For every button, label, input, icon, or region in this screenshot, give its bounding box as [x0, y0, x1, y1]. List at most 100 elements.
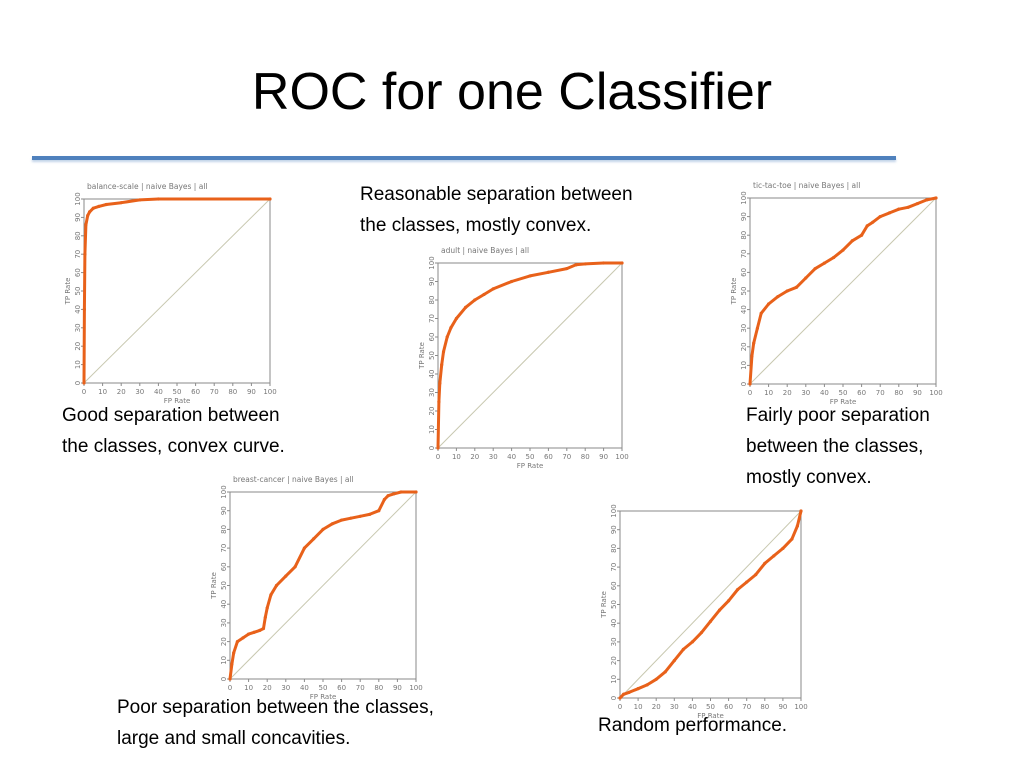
y-tick-label: 0	[428, 446, 436, 450]
y-tick-label: 40	[74, 305, 82, 314]
y-tick-label: 20	[74, 342, 82, 351]
x-tick-label: 30	[135, 388, 144, 396]
roc-curve-point	[261, 626, 266, 631]
y-tick-label: 90	[428, 277, 436, 286]
diagonal-reference-line	[749, 197, 937, 385]
y-tick-label: 40	[220, 600, 228, 609]
roc-curve-point	[377, 509, 381, 513]
roc-curve-point	[528, 274, 532, 278]
y-tick-label: 10	[220, 656, 228, 665]
roc-curve-point	[546, 270, 550, 274]
roc-curve-point	[284, 574, 288, 578]
roc-chart-random: 0010102020303040405050606070708080909010…	[600, 504, 808, 720]
roc-curve-point	[454, 316, 458, 321]
roc-curve-point	[748, 382, 752, 386]
y-tick-label: 70	[740, 249, 748, 258]
x-tick-label: 90	[599, 453, 608, 461]
roc-curve-point	[358, 514, 362, 518]
roc-curve-point	[785, 289, 789, 293]
roc-curve-point	[804, 276, 808, 280]
x-tick-label: 30	[801, 389, 810, 397]
x-tick-label: 80	[581, 453, 590, 461]
roc-chart-balance-scale: balance-scale | naive Bayes | all0010102…	[64, 182, 277, 405]
x-tick-label: 60	[724, 703, 733, 711]
x-tick-label: 90	[247, 388, 256, 396]
y-tick-label: 50	[74, 287, 82, 296]
x-axis-label: FP Rate	[517, 462, 544, 470]
x-tick-label: 0	[436, 453, 440, 461]
roc-curve-point	[241, 636, 245, 640]
slide-title: ROC for one Classifier	[251, 63, 773, 121]
y-tick-label: 90	[610, 525, 618, 534]
x-tick-label: 70	[742, 703, 751, 711]
diagonal-reference-line	[229, 491, 417, 680]
roc-curve-point	[436, 446, 440, 450]
roc-curve-point	[878, 215, 882, 219]
roc-curve-point	[925, 198, 929, 202]
roc-curve-point	[565, 266, 569, 271]
roc-curve-point	[268, 197, 272, 201]
x-tick-label: 100	[409, 684, 422, 692]
y-tick-label: 10	[428, 425, 436, 434]
x-tick-label: 20	[652, 703, 661, 711]
roc-curve-point	[392, 492, 396, 496]
roc-curve-point	[574, 263, 578, 267]
x-tick-label: 90	[778, 703, 787, 711]
roc-curve-point	[620, 261, 624, 265]
y-tick-label: 20	[740, 342, 748, 351]
roc-curve-point	[438, 381, 442, 385]
y-tick-label: 50	[740, 287, 748, 296]
roc-curve-point	[258, 628, 262, 632]
roc-curve-point	[690, 640, 694, 644]
roc-curve-point	[887, 211, 892, 215]
y-tick-label: 0	[740, 382, 748, 386]
roc-curve-point	[745, 580, 749, 584]
x-tick-label: 100	[929, 389, 942, 397]
caption-line: Poor separation between the classes,	[117, 697, 434, 718]
roc-curve-point	[84, 223, 88, 227]
x-tick-label: 80	[374, 684, 383, 692]
y-tick-label: 60	[428, 333, 436, 342]
roc-curve-point	[795, 524, 799, 528]
roc-curve-point	[82, 307, 86, 311]
y-tick-label: 60	[74, 268, 82, 277]
y-tick-label: 20	[610, 656, 618, 665]
y-tick-label: 80	[610, 544, 618, 553]
roc-curve-point	[602, 261, 606, 265]
roc-curve-point	[263, 615, 267, 619]
x-tick-label: 10	[244, 684, 253, 692]
roc-curve-point	[340, 518, 344, 522]
y-tick-label: 60	[610, 581, 618, 590]
y-tick-label: 80	[74, 231, 82, 240]
x-tick-label: 40	[688, 703, 697, 711]
chart-title: adult | naive Bayes | all	[441, 246, 529, 255]
x-tick-label: 80	[760, 703, 769, 711]
roc-curve-point	[274, 583, 279, 588]
y-tick-label: 80	[740, 231, 748, 240]
y-tick-label: 60	[740, 268, 748, 277]
roc-curve-point	[156, 197, 160, 201]
roc-curve-point	[86, 213, 90, 218]
roc-curve-point	[850, 239, 854, 243]
y-axis-label: TP Rate	[418, 342, 426, 370]
y-tick-label: 30	[74, 323, 82, 332]
x-tick-label: 50	[839, 389, 848, 397]
x-tick-label: 0	[228, 684, 232, 692]
roc-curve-point	[104, 202, 108, 207]
y-tick-label: 10	[74, 360, 82, 369]
roc-curve-point	[228, 677, 232, 681]
roc-curve-point	[618, 696, 622, 700]
roc-curve-point	[708, 619, 713, 623]
y-tick-label: 50	[220, 581, 228, 590]
roc-curve-point	[414, 490, 418, 494]
roc-curve-point	[772, 554, 776, 558]
x-tick-label: 10	[764, 389, 773, 397]
roc-curve-point	[871, 220, 875, 224]
x-tick-label: 30	[281, 684, 290, 692]
caption-line: the classes, mostly convex.	[360, 215, 592, 236]
y-tick-label: 40	[610, 619, 618, 628]
x-tick-label: 70	[356, 684, 365, 692]
x-tick-label: 100	[615, 453, 628, 461]
chart-title: balance-scale | naive Bayes | all	[87, 182, 207, 191]
x-tick-label: 60	[544, 453, 553, 461]
